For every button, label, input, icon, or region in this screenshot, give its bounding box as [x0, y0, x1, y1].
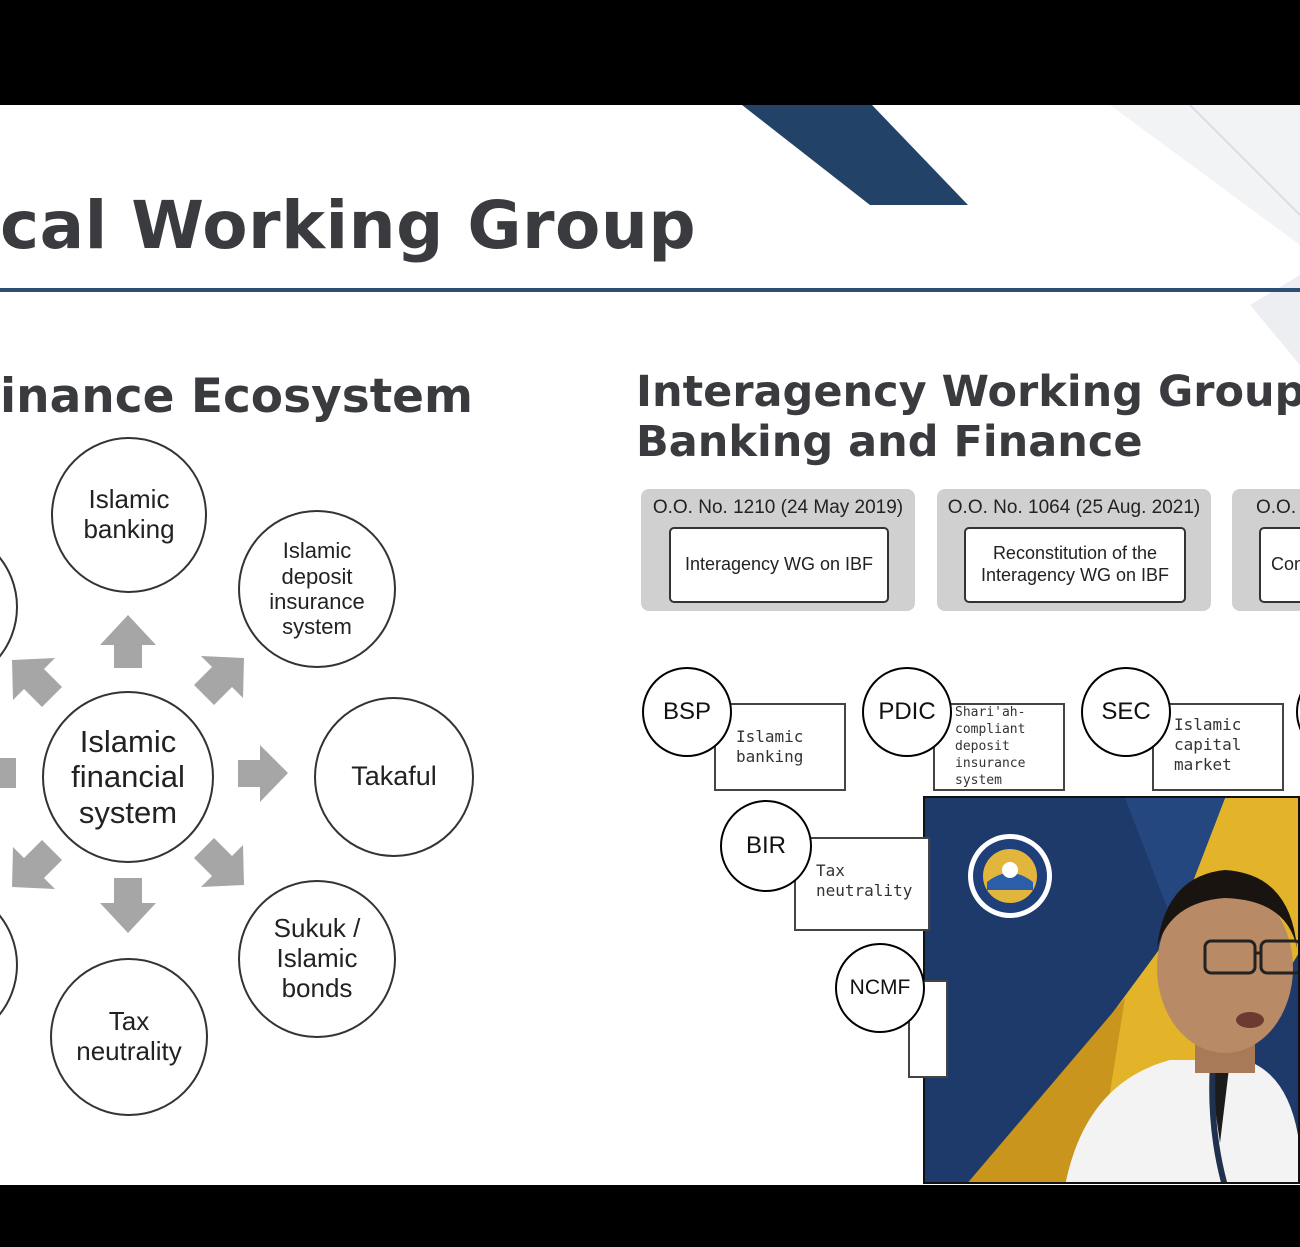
center-node-label: Islamic financial system: [71, 723, 185, 830]
office-order-box: Reconstitution of the Interagency WG on …: [964, 527, 1186, 603]
slide-title: cal Working Group: [0, 187, 697, 264]
arrow-down: [100, 878, 156, 933]
node-tax-neutrality: Tax neutrality: [50, 958, 208, 1116]
arrow-upper-right: [194, 656, 244, 705]
tax-neutrality-label: Tax neutrality: [76, 1006, 182, 1066]
role-pdic: Shari'ah-compliant deposit insurance sys…: [933, 703, 1065, 791]
node-sukuk: Sukuk / Islamic bonds: [238, 880, 396, 1038]
office-order-panel-2: O.O. No. 1064 (25 Aug. 2021) Reconstitut…: [937, 489, 1211, 611]
ecosystem-arrows: [0, 615, 288, 933]
right-heading-line-2: Banking and Finance: [636, 417, 1143, 467]
arrow-up: [100, 615, 156, 668]
office-order-panel-3: O.O. N Con F: [1232, 489, 1300, 611]
letterbox-top: [0, 0, 1300, 105]
role-bir: Tax neutrality: [794, 837, 930, 931]
node-islamic-financial-system: Islamic financial system: [42, 691, 214, 863]
office-order-panel-1: O.O. No. 1210 (24 May 2019) Interagency …: [641, 489, 915, 611]
agency-partial: [1296, 667, 1300, 757]
video-feed: [925, 798, 1298, 1182]
role-ncmf: [908, 980, 948, 1078]
slide-decoration: [742, 105, 1300, 365]
takaful-label: Takaful: [351, 761, 437, 792]
islamic-banking-label: Islamic banking: [83, 484, 175, 544]
office-order-label: O.O. N: [1256, 497, 1300, 518]
commission-seal-icon: [968, 834, 1052, 918]
arrow-left-stub: [0, 758, 16, 788]
office-order-label: O.O. No. 1210 (24 May 2019): [652, 497, 904, 518]
deposit-insurance-label: Islamic deposit insurance system: [269, 538, 365, 640]
node-deposit-insurance: Islamic deposit insurance system: [238, 510, 396, 668]
sukuk-label: Sukuk / Islamic bonds: [273, 913, 361, 1003]
office-order-box: Interagency WG on IBF: [669, 527, 889, 603]
right-heading-line-1: Interagency Working Group for: [636, 367, 1300, 417]
arrow-lower-left: [12, 840, 62, 889]
presentation-slide: cal Working Group inance Ecosystem Inter…: [0, 105, 1300, 1185]
title-divider: [0, 288, 1300, 292]
letterbox-bottom: [0, 1185, 1300, 1247]
agency-pdic: PDIC: [862, 667, 952, 757]
agency-sec: SEC: [1081, 667, 1171, 757]
role-bsp: Islamic banking: [714, 703, 846, 791]
video-participant-tile[interactable]: [923, 796, 1300, 1184]
agency-bir: BIR: [720, 800, 812, 892]
role-sec: Islamic capital market: [1152, 703, 1284, 791]
arrow-lower-right: [194, 838, 244, 887]
agency-ncmf: NCMF: [835, 943, 925, 1033]
arrow-upper-left: [12, 658, 62, 707]
right-section-heading: Interagency Working Group for Banking an…: [636, 367, 1300, 467]
arrow-right: [238, 745, 288, 802]
left-section-heading: inance Ecosystem: [0, 369, 474, 424]
office-order-box: Con F: [1259, 527, 1300, 603]
node-takaful: Takaful: [314, 697, 474, 857]
node-islamic-banking: Islamic banking: [51, 437, 207, 593]
agency-bsp: BSP: [642, 667, 732, 757]
presenter-avatar-icon: [1065, 870, 1298, 1182]
office-order-label: O.O. No. 1064 (25 Aug. 2021): [947, 497, 1201, 518]
